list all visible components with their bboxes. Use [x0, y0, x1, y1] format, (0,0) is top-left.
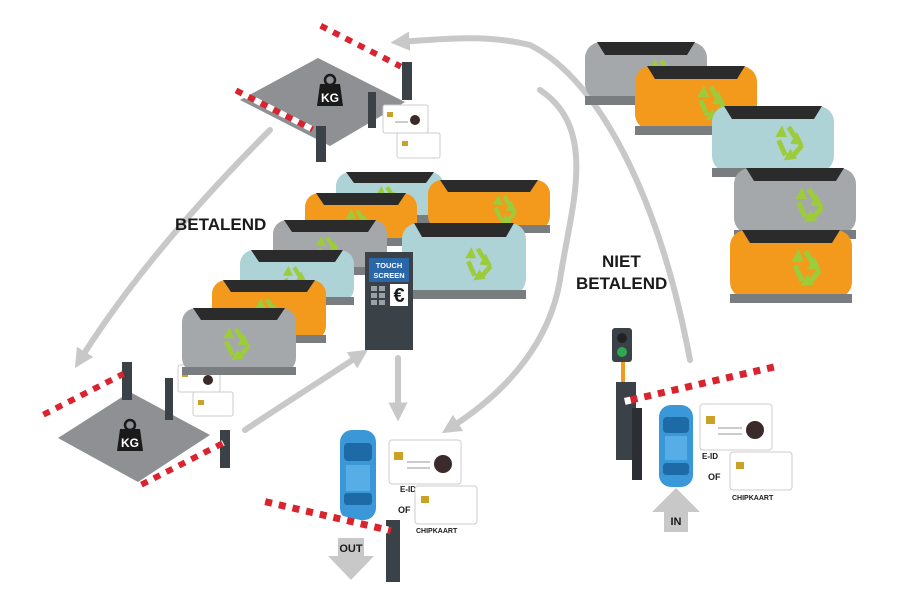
top-barrier-arm-1 — [319, 22, 403, 70]
exit-of-label: OF — [398, 505, 411, 515]
niet-label: NIET — [602, 252, 641, 271]
bottom-chip-card-icon — [192, 391, 234, 417]
exit-barrier-arm — [263, 497, 392, 535]
out-label: OUT — [339, 543, 363, 555]
top-kg-label: KG — [321, 91, 339, 105]
entry-of-label: OF — [708, 472, 721, 482]
car-icon — [659, 405, 693, 487]
kiosk-screen — [369, 258, 409, 282]
top-barrier-arm-2 — [229, 85, 314, 133]
entry-card-reader — [632, 408, 642, 480]
euro-icon: € — [393, 285, 404, 307]
niet-betalend-label: BETALEND — [576, 274, 667, 293]
traffic-light-icon — [612, 328, 632, 382]
arrow-top-scale-to-bottom-scale — [74, 127, 273, 369]
exit-barrier-post — [386, 520, 400, 582]
top-barrier-post-1 — [402, 62, 412, 100]
touch-label: TOUCH — [376, 261, 403, 270]
bottom-kg-label: KG — [121, 436, 139, 450]
free-container-orange-2 — [730, 230, 852, 303]
touch-screen-kiosk: TOUCH SCREEN € — [365, 252, 413, 350]
bottom-barrier-arm-2 — [140, 440, 225, 488]
top-id-card-icon — [382, 104, 429, 134]
in-arrow — [652, 488, 700, 532]
arrow-loop-to-top-scale — [390, 31, 693, 363]
entry-barrier-arm — [624, 362, 782, 405]
betalend-label: BETALEND — [175, 215, 266, 234]
exit-chip-card-icon — [414, 485, 478, 525]
in-label: IN — [671, 516, 682, 528]
entry-chip-card-icon — [729, 451, 793, 491]
container-grey-2 — [182, 308, 296, 375]
bottom-barrier-post-2 — [220, 430, 230, 468]
free-containers — [585, 42, 856, 303]
entry-id-card-icon — [699, 403, 773, 451]
arrow-loop-to-exit — [441, 87, 580, 434]
free-container-teal-1 — [712, 106, 834, 177]
weight-icon: KG — [117, 418, 143, 451]
bottom-card-reader — [165, 378, 173, 420]
top-barrier-post-2 — [316, 126, 326, 162]
exit-id-card-icon — [388, 439, 462, 485]
top-chip-card-icon — [396, 132, 441, 159]
top-weigh-station: KG — [229, 22, 441, 162]
top-card-reader — [368, 92, 376, 128]
entry-eid-label: E-ID — [702, 452, 718, 461]
out-arrow — [328, 538, 374, 580]
weight-icon: KG — [317, 73, 343, 106]
free-container-grey-2 — [734, 168, 856, 239]
car-icon — [340, 430, 376, 520]
exit-chipkaart-label: CHIPKAART — [416, 528, 458, 535]
arrow-bottom-scale-to-kiosk — [242, 349, 368, 433]
kiosk-keypad — [371, 286, 385, 305]
exit-area: E-ID OF CHIPKAART OUT — [263, 430, 478, 582]
exit-eid-label: E-ID — [400, 485, 416, 494]
container-orange-2 — [428, 180, 550, 233]
entry-area: E-ID OF CHIPKAART IN — [612, 328, 793, 532]
bottom-barrier-arm-1 — [41, 371, 125, 418]
entry-chipkaart-label: CHIPKAART — [732, 495, 774, 502]
bottom-barrier-post-1 — [122, 362, 132, 400]
paid-containers — [182, 172, 550, 375]
screen-label: SCREEN — [373, 271, 404, 280]
flow-arrows — [74, 31, 693, 434]
container-teal-2 — [402, 223, 526, 299]
bottom-weigh-station: KG — [41, 362, 234, 488]
